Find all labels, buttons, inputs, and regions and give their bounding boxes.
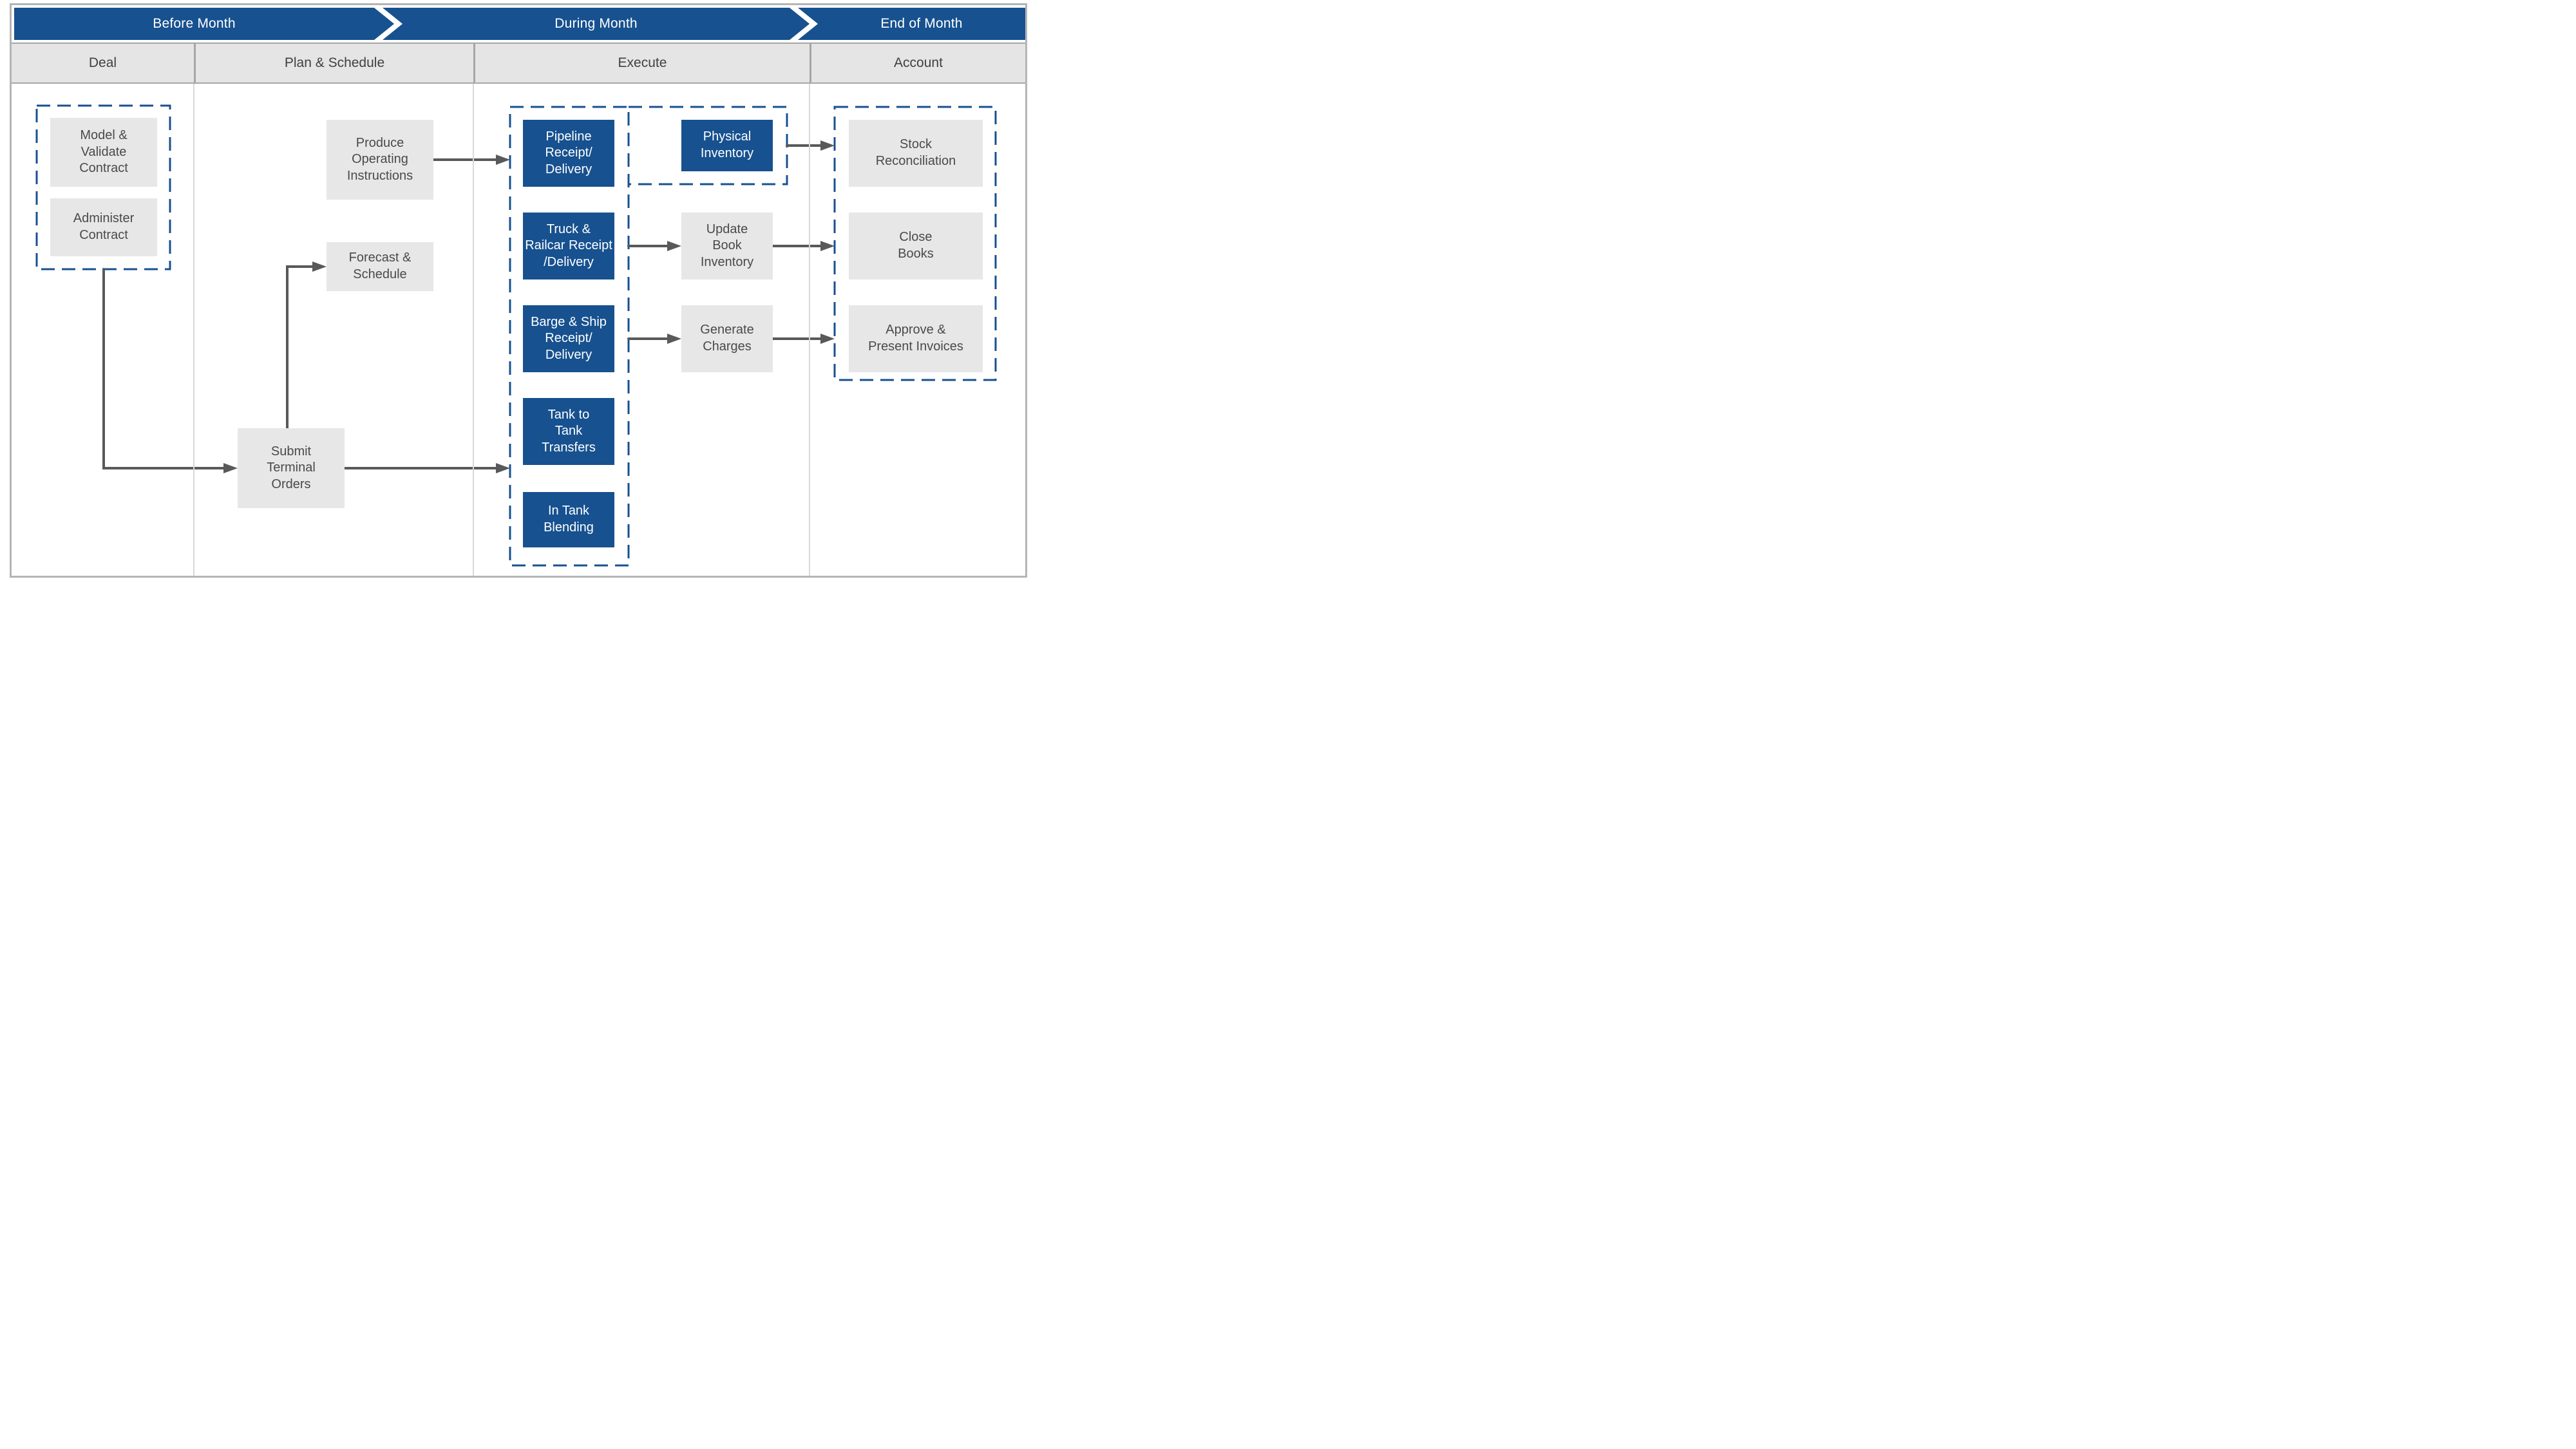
box-tank-to-tank-transfers: Tank to Tank Transfers [523,398,614,465]
diagram-border [10,3,1027,578]
arrow-physical-to-stock [786,140,835,151]
arrow-administer-to-submit [102,268,238,473]
box-administer-contract: Administer Contract [50,198,157,256]
box-generate-charges: Generate Charges [681,305,773,372]
box-pipeline-receipt-delivery: Pipeline Receipt/ Delivery [523,120,614,187]
phase-header-account: Account [810,44,1025,82]
arrow-update-to-close-books [772,241,835,251]
box-forecast-schedule: Forecast & Schedule [327,242,433,291]
phase-header-deal: Deal [88,55,117,70]
box-physical-inventory: Physical Inventory [681,120,773,171]
box-close-books: Close Books [849,213,983,279]
arrow-produce-to-pipeline [432,155,510,165]
box-model-validate-contract: Model & Validate Contract [50,118,157,187]
arrow-generate-to-approve-invoices [772,334,835,344]
arrow-submit-to-forecast [286,261,327,430]
column-divider-deal-plan [193,84,194,576]
phase-header-execute: Execute [473,44,810,82]
arrow-truck-to-update-book [627,241,681,251]
box-in-tank-blending: In Tank Blending [523,492,614,547]
box-submit-terminal-orders: Submit Terminal Orders [238,428,345,508]
box-update-book-inventory: Update Book Inventory [681,213,773,279]
stage-chevron-during-month [383,8,810,40]
arrow-barge-to-generate-charges [627,334,681,344]
box-stock-reconciliation: Stock Reconciliation [849,120,983,187]
box-truck-railcar-receipt-delivery: Truck & Railcar Receipt /Delivery [523,213,614,279]
column-divider-execute-account [809,84,810,576]
stage-chevron-end-of-month [798,8,1025,40]
stage-label-end-of-month: End of Month [880,16,963,31]
box-barge-ship-receipt-delivery: Barge & Ship Receipt/ Delivery [523,305,614,372]
account-group-outline [833,106,997,381]
box-produce-operating-instructions: Produce Operating Instructions [327,120,433,200]
phase-header-row: Deal Plan & Schedule Execute Account [12,43,1025,84]
diagram-graphics [14,8,1025,567]
stage-label-before-month: Before Month [153,16,236,31]
stage-chevron-before-month [14,8,394,40]
arrows [102,140,835,473]
stage-bar [14,8,1025,40]
arrow-submit-to-tank-transfers [343,463,510,473]
terminal-month-process-diagram: Before Month During Month End of Month D… [0,0,1030,580]
box-approve-present-invoices: Approve & Present Invoices [849,305,983,372]
column-divider-plan-execute [473,84,474,576]
stage-label-during-month: During Month [554,16,638,31]
phase-header-plan-schedule: Plan & Schedule [194,44,473,82]
